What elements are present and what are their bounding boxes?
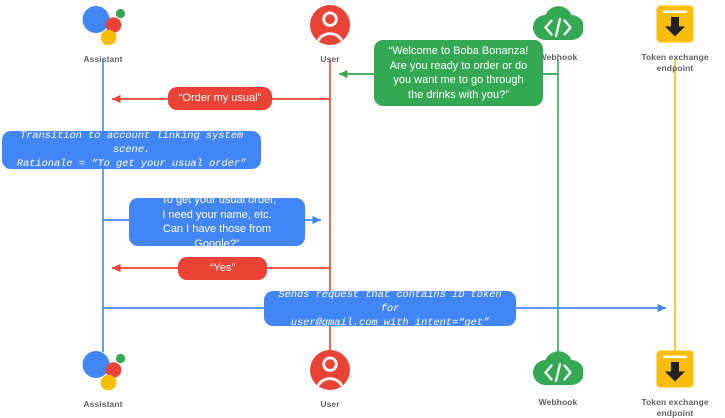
actor-label-user: User xyxy=(320,54,340,64)
google-assistant-icon xyxy=(33,4,173,51)
google-assistant-icon xyxy=(33,349,173,396)
user-avatar-icon xyxy=(260,349,400,396)
actor-user-top[interactable]: User xyxy=(260,4,400,65)
actor-label-endpoint: Token exchange endpoint xyxy=(641,52,709,73)
actor-label-webhook: Webhook xyxy=(538,397,578,407)
actor-label-endpoint: Token exchange endpoint xyxy=(641,397,709,418)
message-welcome: “Welcome to Boba Bonanza! Are you ready … xyxy=(374,40,543,106)
message-yes: “Yes” xyxy=(178,257,267,280)
message-transition-note: Transition to account linking system sce… xyxy=(2,130,261,170)
actor-label-assistant: Assistant xyxy=(83,399,123,409)
actor-user-bottom[interactable]: User xyxy=(260,349,400,410)
actor-endpoint-top[interactable]: Token exchange endpoint xyxy=(605,4,725,73)
download-box-icon xyxy=(605,349,725,394)
message-consent-prompt: “To get your usual order, I need your na… xyxy=(129,194,305,250)
actor-endpoint-bottom[interactable]: Token exchange endpoint xyxy=(605,349,725,418)
actor-assistant-bottom[interactable]: Assistant xyxy=(33,349,173,410)
user-avatar-icon xyxy=(260,4,400,51)
cloud-code-icon xyxy=(488,349,628,394)
message-order-my-usual: “Order my usual” xyxy=(168,87,272,110)
actor-label-assistant: Assistant xyxy=(83,54,123,64)
actor-label-user: User xyxy=(320,399,340,409)
actor-assistant-top[interactable]: Assistant xyxy=(33,4,173,65)
download-box-icon xyxy=(605,4,725,49)
actor-webhook-top[interactable]: Webhook xyxy=(488,4,628,63)
cloud-code-icon xyxy=(488,4,628,49)
actor-label-webhook: Webhook xyxy=(538,52,578,62)
actor-webhook-bottom[interactable]: Webhook xyxy=(488,349,628,408)
message-sends-request: Sends request that contains ID token for… xyxy=(264,289,516,329)
